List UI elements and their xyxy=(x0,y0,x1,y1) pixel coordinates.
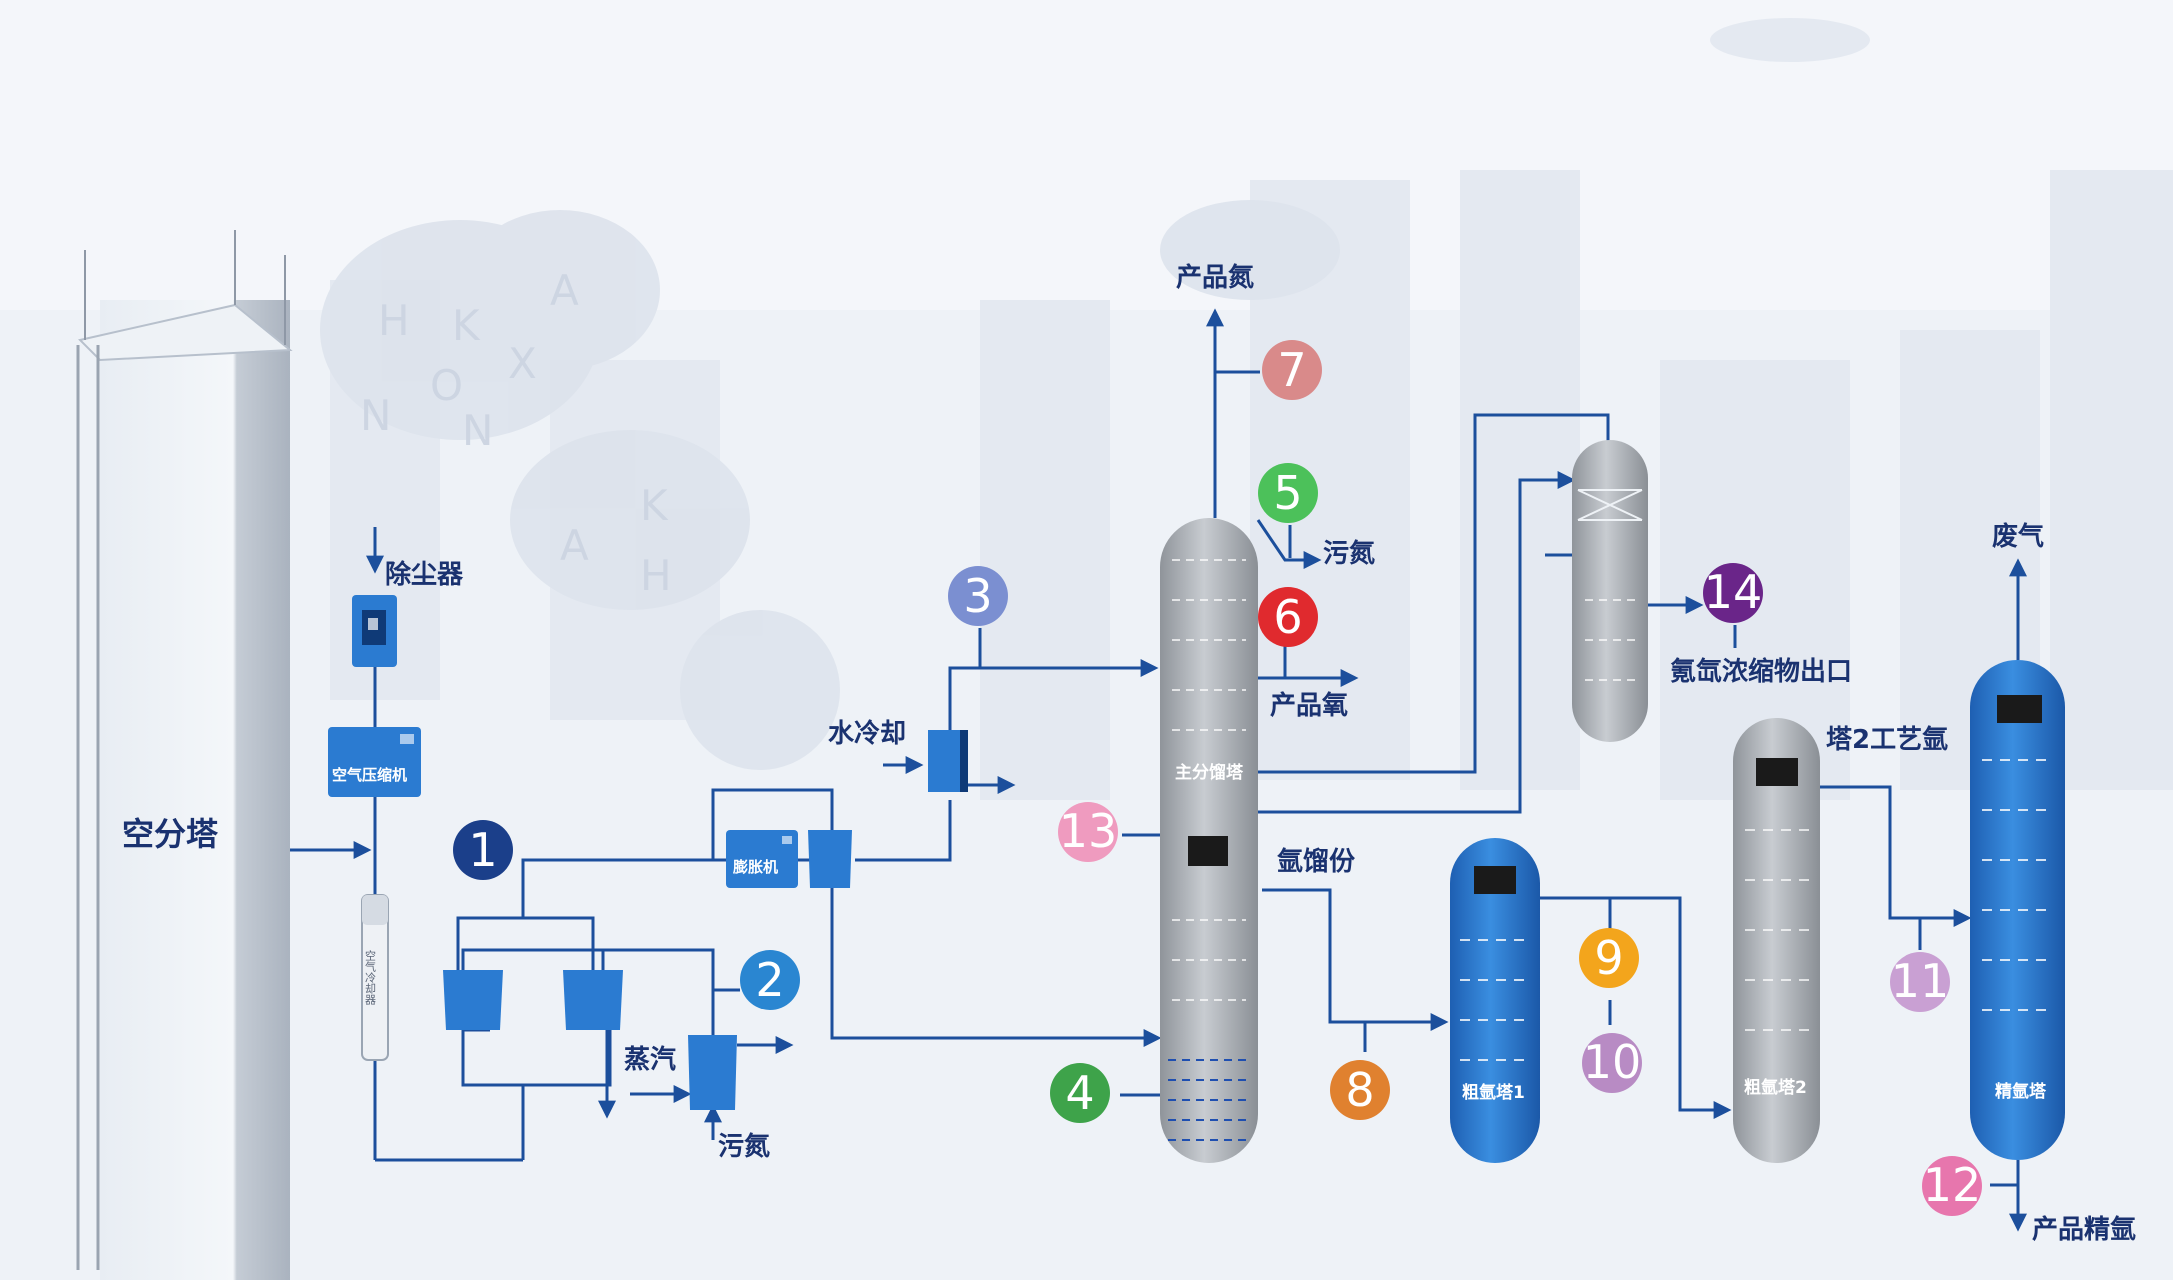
tower-label: 空分塔 xyxy=(122,815,219,853)
bg-letter: O xyxy=(430,361,463,410)
marker-10-number: 10 xyxy=(1583,1035,1642,1089)
marker-12: 12 xyxy=(1922,1156,1982,1216)
marker-2-circle xyxy=(740,950,800,1010)
background-element-letters: H K A O X N N A K H xyxy=(360,266,672,600)
air-cooler-label: 空气冷却器 xyxy=(364,949,377,1006)
bg-letter: N xyxy=(360,391,391,440)
marker-1-number: 1 xyxy=(468,823,497,877)
pure-argon-column-label: 精氩塔 xyxy=(1995,1081,2047,1102)
marker-4-number: 4 xyxy=(1065,1066,1094,1120)
waste-gas-label: 废气 xyxy=(1992,521,2044,552)
marker-13-circle xyxy=(1058,802,1118,862)
marker-5-number: 5 xyxy=(1273,466,1302,520)
marker-13-number: 13 xyxy=(1059,804,1118,858)
bg-letter: A xyxy=(550,266,579,315)
marker-9-number: 9 xyxy=(1594,931,1623,985)
background-clouds xyxy=(320,200,1340,770)
marker-6-number: 6 xyxy=(1273,590,1302,644)
marker-5: 5 xyxy=(1258,463,1318,523)
marker-14-number: 14 xyxy=(1704,565,1763,619)
dust-remover-label: 除尘器 xyxy=(385,559,464,590)
marker-7-circle xyxy=(1262,340,1322,400)
marker-10-circle xyxy=(1582,1033,1642,1093)
product-pure-argon-label: 产品精氩 xyxy=(2032,1215,2136,1245)
marker-12-number: 12 xyxy=(1923,1158,1982,1212)
marker-1: 1 xyxy=(453,820,513,880)
marker-11-circle xyxy=(1890,952,1950,1012)
expander-turbine xyxy=(808,830,852,888)
marker-8-circle xyxy=(1330,1060,1390,1120)
marker-2-number: 2 xyxy=(755,953,784,1007)
marker-4: 4 xyxy=(1050,1063,1110,1123)
crude-argon-column-1: 粗氩塔1 xyxy=(1450,838,1540,1163)
main-column-label: 主分馏塔 xyxy=(1175,762,1244,783)
water-cooler xyxy=(928,730,968,792)
tower2-argon-label: 塔2工艺氩 xyxy=(1826,725,1948,755)
flow-labels: 除尘器 蒸汽 污氮 水冷却 产品氮 污氮 产品氧 氩馏份 氪氙浓缩物出口 塔2工… xyxy=(385,263,2136,1245)
bg-letter: K xyxy=(640,481,669,530)
marker-3-number: 3 xyxy=(963,569,992,623)
marker-7-number: 7 xyxy=(1277,343,1306,397)
main-column: 主分馏塔 xyxy=(1160,518,1258,1163)
bg-letter: X xyxy=(508,339,537,388)
bg-letter: K xyxy=(452,301,481,350)
waste-n-bottom-label: 污氮 xyxy=(718,1132,770,1162)
crude-argon-1-label: 粗氩塔1 xyxy=(1462,1082,1525,1103)
marker-13: 13 xyxy=(1058,802,1118,862)
marker-11: 11 xyxy=(1890,952,1950,1012)
marker-8: 8 xyxy=(1330,1060,1390,1120)
expander-label: 膨胀机 xyxy=(733,858,778,876)
waste-n-top-label: 污氮 xyxy=(1323,539,1375,569)
marker-14-circle xyxy=(1703,563,1763,623)
marker-3: 3 xyxy=(948,566,1008,626)
marker-10: 10 xyxy=(1582,1033,1642,1093)
kr-xe-outlet-label: 氪氙浓缩物出口 xyxy=(1670,656,1852,687)
kr-xe-column xyxy=(1572,440,1648,742)
numbered-markers: 1 2 3 4 5 6 7 8 9 10 11 12 13 14 xyxy=(453,340,1982,1216)
marker-6: 6 xyxy=(1258,587,1318,647)
air-compressor: 空气压缩机 xyxy=(328,727,421,797)
marker-2: 2 xyxy=(740,950,800,1010)
marker-9-circle xyxy=(1579,928,1639,988)
crude-argon-column-2: 粗氩塔2 xyxy=(1733,718,1820,1163)
steam-heater xyxy=(688,1035,737,1110)
pure-argon-column: 精氩塔 xyxy=(1970,660,2065,1160)
product-oxygen-label: 产品氧 xyxy=(1270,691,1348,721)
marker-1-circle xyxy=(453,820,513,880)
marker-5-circle xyxy=(1258,463,1318,523)
dryer-right xyxy=(563,970,623,1030)
marker-14: 14 xyxy=(1703,563,1763,623)
marker-4-circle xyxy=(1050,1063,1110,1123)
bg-letter: A xyxy=(560,521,589,570)
dryer-left xyxy=(443,970,503,1030)
marker-3-circle xyxy=(948,566,1008,626)
air-cooler: 空气冷却器 xyxy=(361,894,389,1061)
bg-letter: N xyxy=(462,406,493,455)
marker-7: 7 xyxy=(1262,340,1322,400)
expander: 膨胀机 xyxy=(726,830,798,888)
bg-letter: H xyxy=(378,296,410,345)
marker-6-circle xyxy=(1258,587,1318,647)
marker-8-number: 8 xyxy=(1345,1063,1374,1117)
argon-fraction-label: 氩馏份 xyxy=(1277,847,1355,877)
dust-remover xyxy=(352,595,397,667)
product-nitrogen-label: 产品氮 xyxy=(1176,263,1254,293)
water-cooling-label: 水冷却 xyxy=(828,718,906,749)
marker-9: 9 xyxy=(1579,928,1639,988)
steam-label: 蒸汽 xyxy=(624,1045,676,1075)
air-separation-tower: 空分塔 xyxy=(76,230,293,1280)
marker-12-circle xyxy=(1922,1156,1982,1216)
compressor-label: 空气压缩机 xyxy=(332,766,407,784)
bg-letter: H xyxy=(640,551,672,600)
crude-argon-2-label: 粗氩塔2 xyxy=(1744,1077,1807,1098)
marker-11-number: 11 xyxy=(1891,954,1950,1008)
